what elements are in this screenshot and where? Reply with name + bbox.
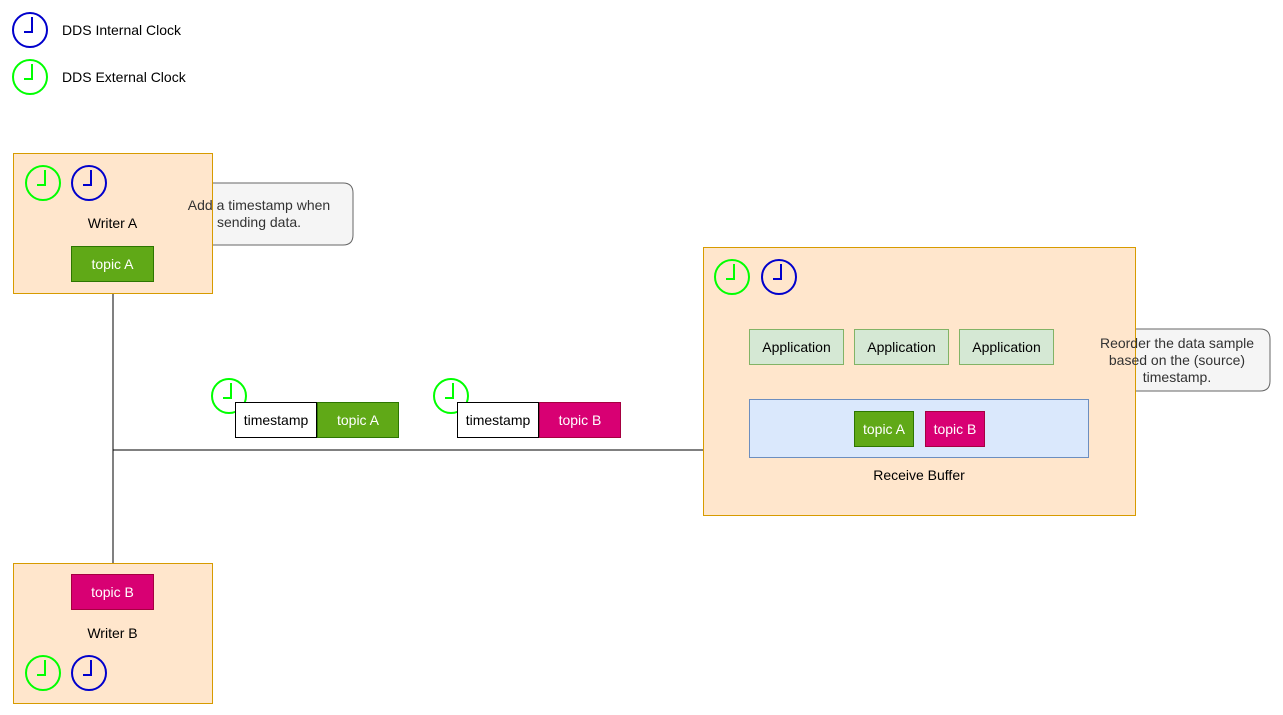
writer-callout-text: Add a timestamp when sending data. [187, 197, 331, 230]
external-clock-icon [211, 378, 247, 414]
writer-b-topic: topic B [71, 574, 154, 610]
legend-internal-label: DDS Internal Clock [62, 22, 182, 38]
receive-buffer: topic A topic B [749, 399, 1089, 458]
writer-b-label: Writer B [87, 625, 138, 641]
writer-a-topic: topic A [71, 246, 154, 282]
application-box: Application [749, 329, 844, 365]
writer-a-node: Writer A topic A [13, 153, 213, 294]
application-box: Application [959, 329, 1054, 365]
message-b-timestamp: timestamp [457, 402, 539, 438]
message-a-timestamp: timestamp [235, 402, 317, 438]
external-clock-icon [714, 259, 750, 295]
message-a-topic: topic A [317, 402, 399, 438]
writer-a-label: Writer A [87, 215, 138, 231]
buffer-topic-a: topic A [854, 411, 914, 447]
internal-clock-icon [12, 12, 48, 48]
external-clock-icon [433, 378, 469, 414]
message-b-topic: topic B [539, 402, 621, 438]
buffer-topic-b: topic B [925, 411, 985, 447]
legend-external-label: DDS External Clock [62, 69, 186, 85]
external-clock-icon [25, 655, 61, 691]
external-clock-icon [12, 59, 48, 95]
internal-clock-icon [761, 259, 797, 295]
application-box: Application [854, 329, 949, 365]
reader-node: Application Application Application topi… [703, 247, 1136, 516]
writer-b-node: topic B Writer B [13, 563, 213, 704]
internal-clock-icon [71, 655, 107, 691]
reader-callout-text: Reorder the data sample based on the (so… [1099, 335, 1255, 385]
internal-clock-icon [71, 165, 107, 201]
receive-buffer-label: Receive Buffer [873, 467, 965, 483]
external-clock-icon [25, 165, 61, 201]
